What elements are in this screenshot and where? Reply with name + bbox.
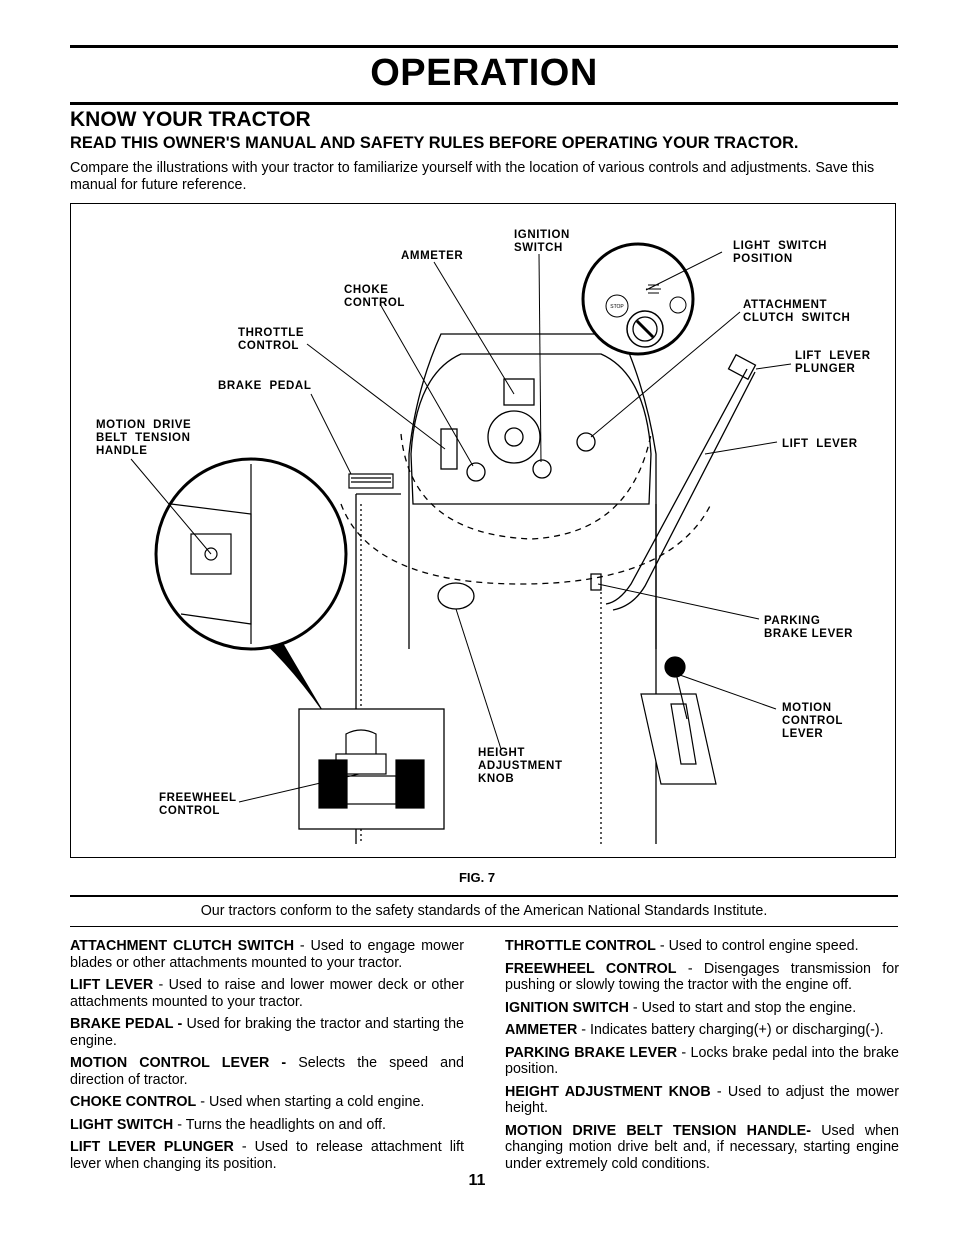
leader-choke (379, 303, 474, 467)
description-item: IGNITION SWITCH - Used to start and stop… (505, 999, 857, 1016)
page-title: OPERATION (370, 52, 598, 94)
leader-brake-pedal (310, 393, 352, 475)
description-item: MOTION DRIVE BELT TENSION HANDLE- Used w… (505, 1122, 899, 1172)
figure-7: STOP AMMETER I (70, 203, 896, 858)
description-item: HEIGHT ADJUSTMENT KNOB - Used to adjust … (505, 1083, 899, 1117)
label-height-adjustment-knob: HEIGHT ADJUSTMENT KNOB (478, 747, 563, 785)
label-parking-brake-lever: PARKING BRAKE LEVER (764, 615, 854, 640)
label-attachment-clutch-switch: ATTACHMENT CLUTCH SWITCH (743, 299, 851, 324)
leader-ammeter (433, 261, 515, 395)
description-item: LIGHT SWITCH - Turns the headlights on a… (70, 1116, 386, 1133)
description-item: ATTACHMENT CLUTCH SWITCH - Used to engag… (70, 938, 464, 971)
description-item: AMMETER - Indicates battery charging(+) … (505, 1022, 884, 1038)
label-lift-lever-plunger: LIFT LEVER PLUNGER (795, 350, 871, 375)
leader-motion-control (676, 673, 777, 710)
standards-note: Our tractors conform to the safety stand… (200, 903, 768, 919)
ignition-knob (532, 459, 552, 479)
choke-knob (466, 462, 486, 482)
description-item: LIFT LEVER PLUNGER - Used to release att… (70, 1139, 464, 1172)
descriptions-right-column: THROTTLE CONTROL - Used to control engin… (505, 938, 899, 1178)
tractor-illustration: STOP (130, 242, 792, 844)
leader-freewheel (238, 773, 360, 803)
label-ammeter: AMMETER (401, 250, 464, 262)
throttle-slot (440, 428, 458, 470)
section-subtitle: READ THIS OWNER'S MANUAL AND SAFETY RULE… (70, 134, 799, 152)
leader-height-knob (455, 608, 502, 750)
description-item: FREEWHEEL CONTROL - Disengages transmiss… (505, 960, 899, 994)
description-item: CHOKE CONTROL - Used when starting a col… (70, 1094, 425, 1110)
description-item: LIFT LEVER - Used to raise and lower mow… (70, 977, 465, 1010)
deck-dashed-arc (400, 433, 652, 540)
label-light-switch-position: LIGHT SWITCH POSITION (733, 240, 828, 265)
leader-belt-handle (130, 458, 212, 555)
clutch-knob (576, 432, 596, 452)
lift-lever-shape (605, 353, 757, 611)
description-item: MOTION CONTROL LEVER - Selects the speed… (70, 1055, 464, 1088)
intro-paragraph: Compare the illustrations with your trac… (70, 160, 875, 193)
section-title: KNOW YOUR TRACTOR (70, 108, 311, 131)
standards-rule (70, 926, 898, 927)
label-choke-control: CHOKE CONTROL (344, 284, 406, 309)
description-item: THROTTLE CONTROL - Used to control engin… (505, 938, 859, 954)
leader-plunger (755, 363, 792, 370)
label-freewheel-control: FREEWHEEL CONTROL (159, 792, 237, 817)
description-item: PARKING BRAKE LEVER - Locks brake pedal … (505, 1044, 899, 1078)
parking-brake (590, 573, 602, 591)
leader-throttle (306, 343, 446, 450)
label-motion-drive-belt-tension-handle: MOTION DRIVE BELT TENSION HANDLE (96, 419, 192, 457)
ammeter-gauge (503, 378, 535, 406)
brake-pedal-shape (348, 473, 394, 489)
dial-inset (581, 242, 695, 356)
leader-lift-lever (704, 441, 778, 455)
center-dial (487, 410, 541, 464)
description-item: BRAKE PEDAL - Used for braking the tract… (70, 1016, 464, 1049)
motion-control-shape (640, 656, 717, 785)
dash-dashed-arc (340, 503, 712, 585)
hood-outline (408, 333, 657, 649)
dial-stop-text: STOP (610, 304, 624, 310)
figure-caption: FIG. 7 (458, 870, 496, 885)
leader-parking (597, 583, 760, 620)
label-throttle-control: THROTTLE CONTROL (238, 327, 305, 352)
top-rule (70, 45, 898, 48)
title-rule (70, 102, 898, 105)
leader-ignition (538, 253, 542, 463)
label-ignition-switch: IGNITION SWITCH (514, 229, 570, 254)
page-number: 11 (468, 1172, 486, 1189)
leader-clutch (590, 311, 741, 438)
label-lift-lever: LIFT LEVER (782, 438, 858, 450)
leader-light-switch (645, 251, 723, 291)
label-motion-control-lever: MOTION CONTROL LEVER (782, 702, 844, 740)
dashboard-outline (410, 353, 652, 505)
caption-rule (70, 895, 898, 897)
height-knob (437, 582, 475, 610)
label-brake-pedal: BRAKE PEDAL (218, 380, 312, 392)
descriptions-left-column: ATTACHMENT CLUTCH SWITCH - Used to engag… (70, 938, 464, 1178)
